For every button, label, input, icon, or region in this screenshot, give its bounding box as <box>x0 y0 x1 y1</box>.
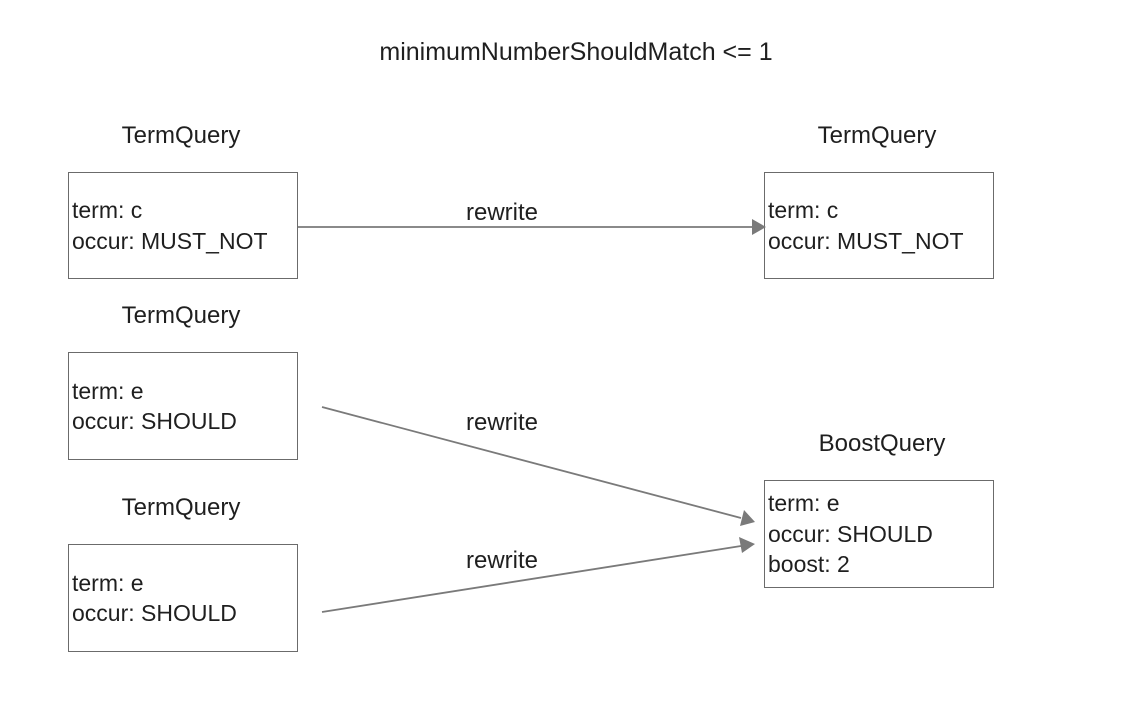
node-line-occur: occur: MUST_NOT <box>768 227 964 254</box>
node-box-should-left-1: term: e occur: SHOULD <box>68 352 298 460</box>
node-box-must-not-right: term: c occur: MUST_NOT <box>764 172 994 279</box>
edge-label-rewrite-3: rewrite <box>466 547 539 574</box>
arrowhead-icon <box>740 510 755 526</box>
node-line-occur: occur: SHOULD <box>72 600 237 626</box>
edge-label-rewrite-1: rewrite <box>466 199 539 226</box>
node-line-occur: occur: MUST_NOT <box>72 227 268 254</box>
node-line-term: term: c <box>72 197 143 223</box>
node-heading-boost-right: BoostQuery <box>818 430 946 457</box>
arrowhead-icon <box>739 537 755 553</box>
node-box-must-not-left: term: c occur: MUST_NOT <box>68 172 298 279</box>
node-line-term: term: e <box>72 569 144 596</box>
node-line-boost: boost: 2 <box>768 551 850 578</box>
node-heading-must-not-right: TermQuery <box>817 122 937 149</box>
node-line-term: term: e <box>72 377 144 404</box>
node-heading-must-not-left: TermQuery <box>121 122 241 149</box>
node-heading-should-left-1: TermQuery <box>121 302 241 329</box>
node-line-term: term: e <box>768 490 840 517</box>
node-line-occur: occur: SHOULD <box>768 520 933 547</box>
node-heading-should-left-2: TermQuery <box>121 494 241 521</box>
node-line-term: term: c <box>768 197 839 223</box>
node-box-should-left-2: term: e occur: SHOULD <box>68 544 298 652</box>
node-line-occur: occur: SHOULD <box>72 408 237 434</box>
diagram-title: minimumNumberShouldMatch <= 1 <box>379 38 773 66</box>
edge-label-rewrite-2: rewrite <box>466 409 539 436</box>
node-box-boost-right: term: e occur: SHOULD boost: 2 <box>764 480 994 588</box>
